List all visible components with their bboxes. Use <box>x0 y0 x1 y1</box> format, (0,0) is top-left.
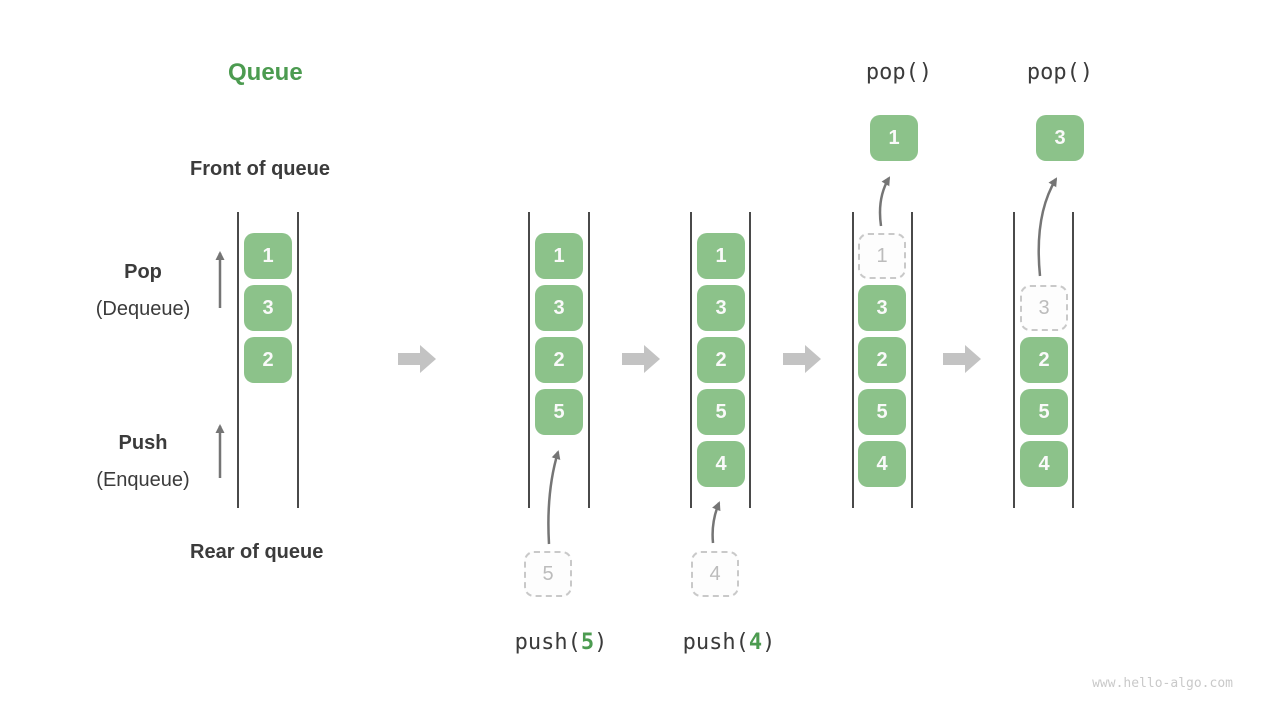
queue-element: 3 <box>244 285 292 331</box>
queue-wall <box>749 212 751 508</box>
pop-label: Pop <box>124 261 162 283</box>
popped-element: 1 <box>870 115 918 161</box>
incoming-element: 5 <box>524 551 572 597</box>
push-label: Push <box>118 432 168 454</box>
queue-element: 5 <box>535 389 583 435</box>
diagram-title: Queue <box>228 59 303 86</box>
queue-element: 2 <box>244 337 292 383</box>
rear-of-queue-label: Rear of queue <box>190 541 324 563</box>
popped-element: 3 <box>1036 115 1084 161</box>
queue-element: 3 <box>535 285 583 331</box>
queue-element: 2 <box>535 337 583 383</box>
transition-arrow-3 <box>783 345 821 373</box>
transition-arrow-1 <box>398 345 436 373</box>
queue-wall <box>528 212 530 508</box>
push-close-text: ) <box>762 630 776 655</box>
push-arg-text: 4 <box>748 630 763 655</box>
queue-wall <box>1013 212 1015 508</box>
queue-element: 4 <box>858 441 906 487</box>
removed-element-slot: 1 <box>858 233 906 279</box>
queue-element: 4 <box>697 441 745 487</box>
push-fn-text: push( <box>514 630 581 655</box>
dequeue-label: (Dequeue) <box>95 298 191 320</box>
queue-element: 1 <box>697 233 745 279</box>
queue-wall <box>237 212 239 508</box>
incoming-element: 4 <box>691 551 739 597</box>
push-4-operation-label: push(4) <box>679 630 779 655</box>
push-5-arrow <box>547 450 561 545</box>
queue-element: 5 <box>1020 389 1068 435</box>
queue-element: 2 <box>697 337 745 383</box>
queue-element: 2 <box>858 337 906 383</box>
watermark: www.hello-algo.com <box>1092 676 1233 691</box>
pop-operation-label: pop() <box>1026 60 1094 85</box>
push-fn-text: push( <box>682 630 749 655</box>
queue-element: 1 <box>535 233 583 279</box>
push-arg-text: 5 <box>580 630 595 655</box>
queue-element: 4 <box>1020 441 1068 487</box>
queue-element: 3 <box>697 285 745 331</box>
pop-operation-label: pop() <box>865 60 933 85</box>
queue-wall <box>690 212 692 508</box>
queue-wall <box>1072 212 1074 508</box>
queue-wall <box>297 212 299 508</box>
transition-arrow-4 <box>943 345 981 373</box>
pop-3-arrow <box>1037 177 1058 277</box>
push-5-operation-label: push(5) <box>511 630 611 655</box>
push-4-arrow <box>711 501 721 544</box>
front-of-queue-label: Front of queue <box>190 158 330 180</box>
enqueue-label: (Enqueue) <box>96 469 190 491</box>
pop-1-arrow <box>878 176 891 227</box>
removed-element-slot: 3 <box>1020 285 1068 331</box>
push-close-text: ) <box>594 630 608 655</box>
queue-element: 1 <box>244 233 292 279</box>
transition-arrow-2 <box>622 345 660 373</box>
queue-wall <box>911 212 913 508</box>
queue-wall <box>588 212 590 508</box>
queue-element: 5 <box>858 389 906 435</box>
queue-element: 3 <box>858 285 906 331</box>
queue-element: 2 <box>1020 337 1068 383</box>
queue-wall <box>852 212 854 508</box>
queue-element: 5 <box>697 389 745 435</box>
